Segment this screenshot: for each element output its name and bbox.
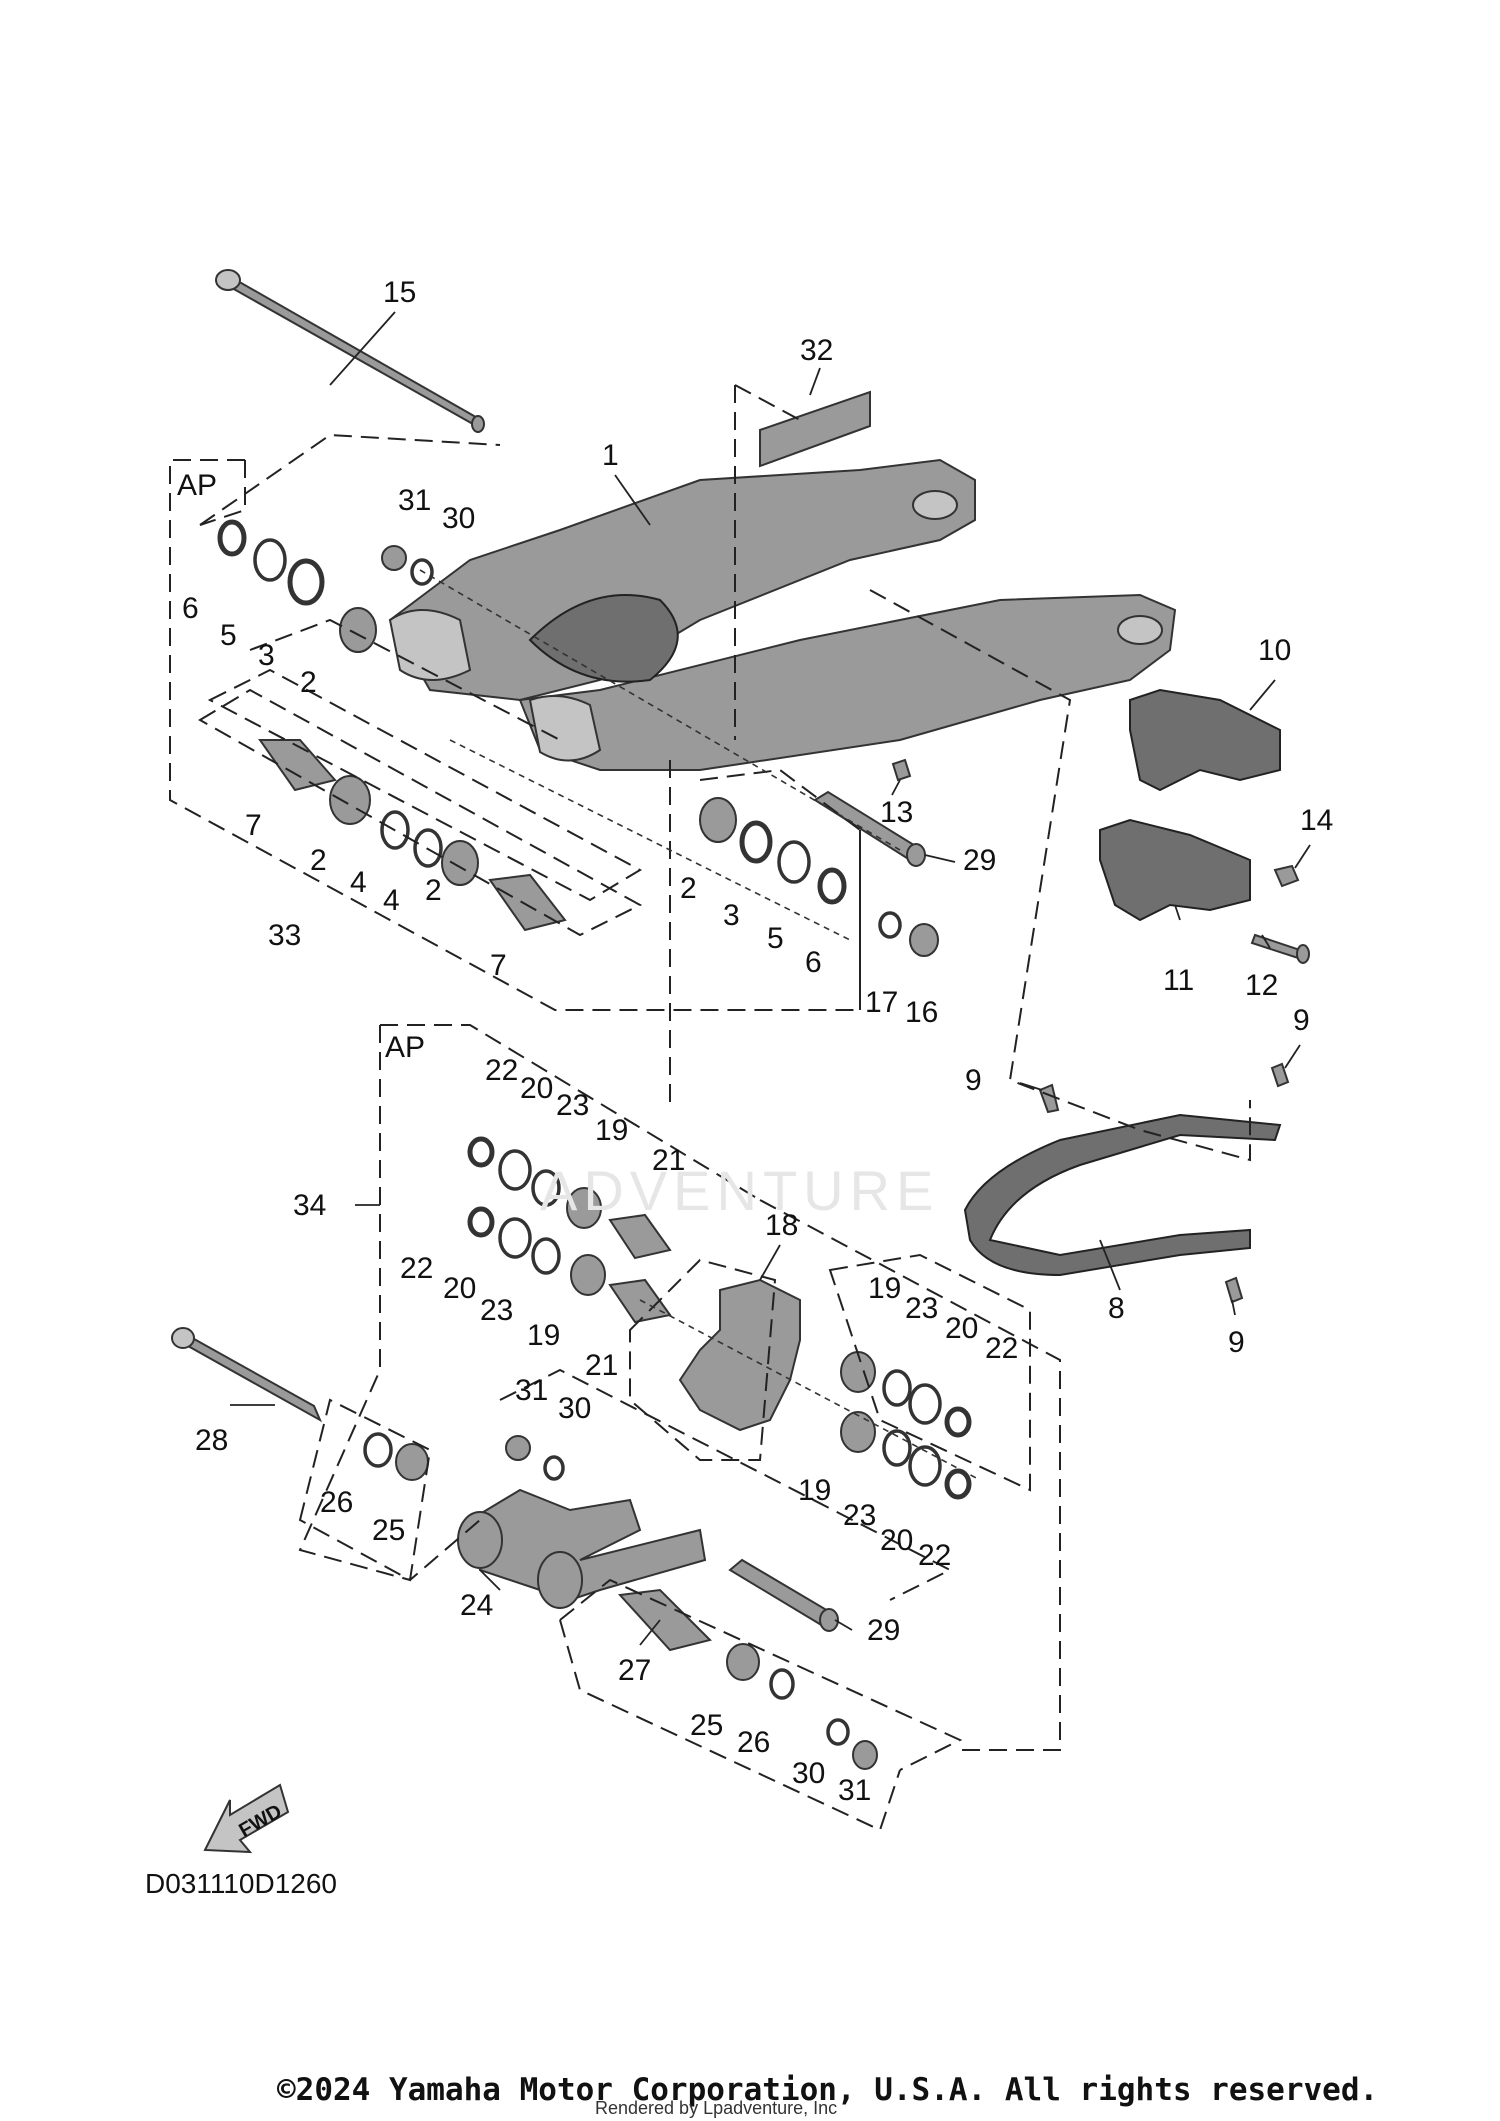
callout-30c: 30: [792, 1757, 825, 1790]
callout-2b: 2: [310, 844, 327, 877]
callout-2c: 2: [425, 874, 442, 907]
callout-22d: 22: [918, 1539, 951, 1572]
callout-2d: 2: [680, 872, 697, 905]
callout-21: 21: [652, 1144, 685, 1177]
pivot-shaft-part: [215, 269, 485, 433]
callout-20b: 20: [443, 1272, 476, 1305]
bolt-part: [1250, 933, 1310, 964]
callout-1: 1: [602, 439, 619, 472]
swingarm-part: [388, 458, 1177, 771]
callout-5b: 5: [767, 922, 784, 955]
callout-7b: 7: [490, 949, 507, 982]
callout-33: 33: [268, 919, 301, 952]
callout-7: 7: [245, 809, 262, 842]
assembly-box-lines: [169, 384, 1251, 1832]
callout-11: 11: [1163, 964, 1194, 997]
callout-23: 23: [556, 1089, 589, 1122]
callout-8: 8: [1108, 1292, 1125, 1325]
callout-18: 18: [765, 1209, 798, 1242]
callout-19: 19: [595, 1114, 628, 1147]
callout-31: 31: [398, 484, 431, 517]
callout-29b: 29: [867, 1614, 900, 1647]
copyright-notice: ©2024 Yamaha Motor Corporation, U.S.A. A…: [277, 2072, 1378, 2108]
callout-6b: 6: [805, 946, 822, 979]
callout-14: 14: [1300, 804, 1333, 837]
callout-25b: 25: [690, 1709, 723, 1742]
callout-27: 27: [618, 1654, 651, 1687]
lower-shaft-part: [728, 1558, 839, 1632]
shaft-part: [813, 790, 926, 867]
chain-guide-lower-part: [1099, 818, 1251, 922]
box-label-ap-upper: AP: [177, 469, 217, 502]
alignment-lines: [419, 569, 981, 1481]
callout-20: 20: [520, 1072, 553, 1105]
callout-23c: 23: [905, 1292, 938, 1325]
callout-20d: 20: [880, 1524, 913, 1557]
callout-19d: 19: [798, 1474, 831, 1507]
callout-22: 22: [485, 1054, 518, 1087]
callout-20c: 20: [945, 1312, 978, 1345]
callout-12: 12: [1245, 969, 1278, 1002]
callout-21b: 21: [585, 1349, 618, 1382]
callout-29: 29: [963, 844, 996, 877]
label-sticker-part: [759, 390, 871, 468]
callout-28: 28: [195, 1424, 228, 1457]
long-bolt-part: [171, 1327, 323, 1423]
connecting-rod-part: [457, 1488, 707, 1609]
callout-34: 34: [293, 1189, 326, 1222]
callout-labels: 15 32 1 31 30 6 5 3 2 10 14 13 29 7 2 4 …: [182, 276, 1333, 1807]
callout-22c: 22: [985, 1332, 1018, 1365]
callout-2: 2: [300, 666, 317, 699]
callout-6: 6: [182, 592, 199, 625]
nut-part: [1273, 864, 1300, 888]
callout-4b: 4: [383, 884, 400, 917]
callout-31c: 31: [838, 1774, 871, 1807]
callout-15: 15: [383, 276, 416, 309]
rendered-by-note: Rendered by Lpadventure, Inc: [595, 2098, 837, 2118]
callout-5: 5: [220, 619, 237, 652]
callout-19c: 19: [868, 1272, 901, 1305]
callout-17: 17: [865, 986, 898, 1019]
callout-9c: 9: [1228, 1326, 1245, 1359]
leader-lines: [230, 311, 1311, 1646]
chain-slider-part: [963, 1113, 1282, 1277]
chain-guide-part: [1129, 688, 1281, 792]
callout-25: 25: [372, 1514, 405, 1547]
callout-3b: 3: [723, 899, 740, 932]
callout-24: 24: [460, 1589, 493, 1622]
diagram-code: D031110D1260: [145, 1868, 337, 1899]
callout-30b: 30: [558, 1392, 591, 1425]
watermark-text: ADVENTURE: [540, 1159, 939, 1222]
callout-23b: 23: [480, 1294, 513, 1327]
box-label-ap-lower: AP: [385, 1031, 425, 1064]
callout-32: 32: [800, 334, 833, 367]
callout-9: 9: [1293, 1004, 1310, 1037]
callout-19b: 19: [527, 1319, 560, 1352]
callout-26: 26: [320, 1486, 353, 1519]
callout-13: 13: [880, 796, 913, 829]
callout-31b: 31: [515, 1374, 548, 1407]
fwd-arrow-icon: FWD: [203, 1783, 290, 1854]
callout-26b: 26: [737, 1726, 770, 1759]
callout-22b: 22: [400, 1252, 433, 1285]
callout-30: 30: [442, 502, 475, 535]
seal-ring-parts: [217, 519, 972, 1746]
callout-16: 16: [905, 996, 938, 1029]
callout-9b: 9: [965, 1064, 982, 1097]
callout-4: 4: [350, 866, 367, 899]
relay-arm-part: [678, 1278, 801, 1432]
callout-23d: 23: [843, 1499, 876, 1532]
small-bolt-parts: [891, 758, 1290, 1304]
callout-3: 3: [258, 639, 275, 672]
callout-10: 10: [1258, 634, 1291, 667]
